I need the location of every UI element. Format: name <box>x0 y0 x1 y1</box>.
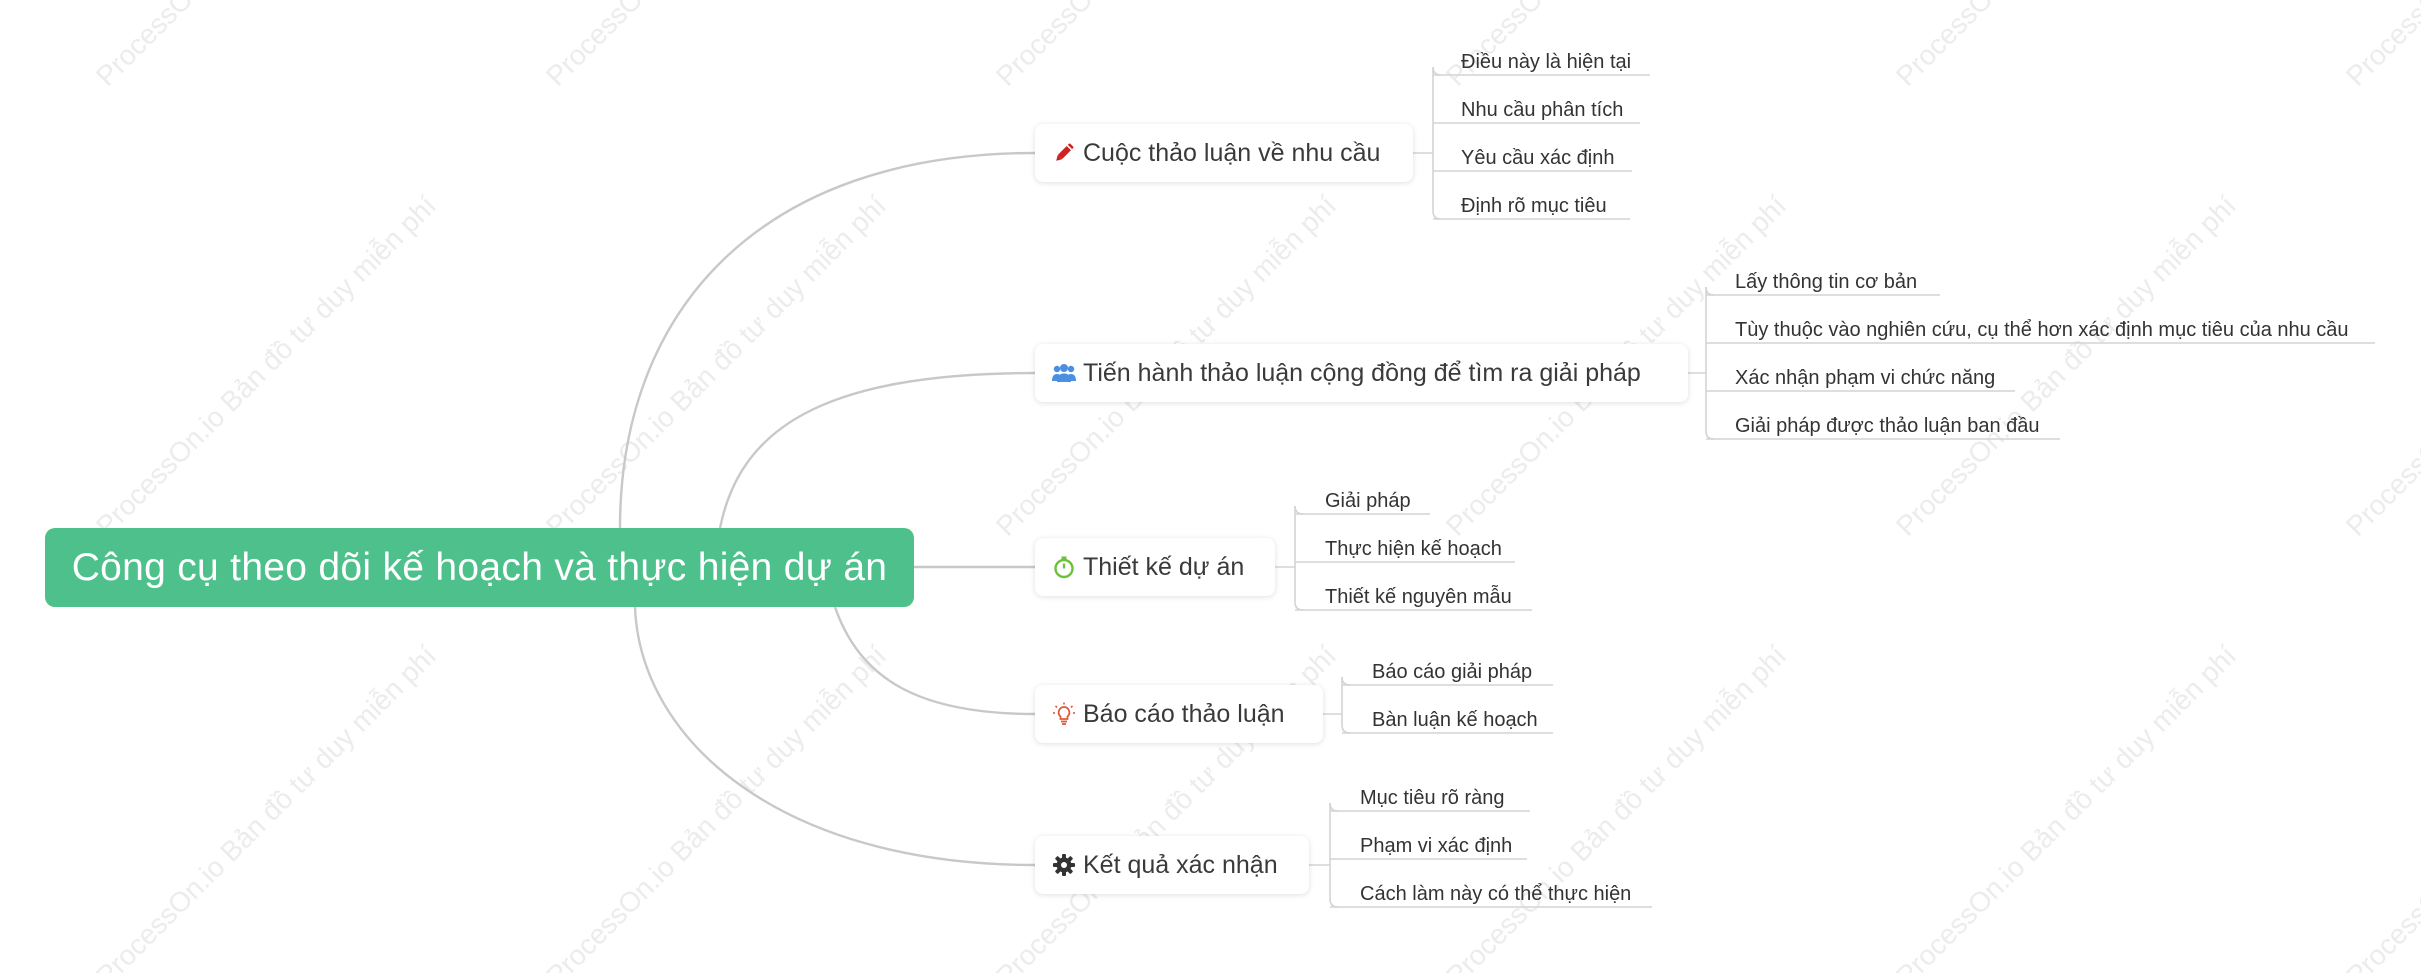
lightbulb-icon <box>1051 701 1077 727</box>
branch-label: Tiến hành thảo luận cộng đồng để tìm ra … <box>1083 358 1641 387</box>
leaf-topic[interactable]: Giải pháp được thảo luận ban đầu <box>1735 415 2040 437</box>
leaf-topic[interactable]: Xác nhận phạm vi chức năng <box>1735 367 1996 389</box>
leaf-topic[interactable]: Lấy thông tin cơ bản <box>1735 271 1918 293</box>
connector-line <box>1329 803 1339 908</box>
connector-line <box>618 151 1036 529</box>
leaf-topic[interactable]: Thiết kế nguyên mẫu <box>1325 586 1512 608</box>
leaf-topic[interactable]: Cách làm này có thể thực hiện <box>1360 883 1632 905</box>
leaf-topic[interactable]: Nhu cầu phân tích <box>1461 99 1624 121</box>
connector-line <box>1705 287 1715 440</box>
leaf-topic[interactable]: Tùy thuộc vào nghiên cứu, cụ thể hơn xác… <box>1735 319 2349 341</box>
connector-line <box>1294 505 1304 515</box>
leaf-topic[interactable]: Yêu cầu xác định <box>1461 147 1615 169</box>
leaf-topic[interactable]: Thực hiện kế hoạch <box>1325 538 1502 560</box>
stopwatch-icon <box>1051 554 1077 580</box>
connector-line <box>1294 506 1304 611</box>
pencil-icon <box>1051 140 1077 166</box>
branch-label: Kết quả xác nhận <box>1083 850 1278 879</box>
branch-label: Thiết kế dự án <box>1083 552 1245 581</box>
leaf-topic[interactable]: Giải pháp <box>1325 490 1411 512</box>
branch-label: Báo cáo thảo luận <box>1083 699 1285 728</box>
branch-topic-project-design[interactable]: Thiết kế dự án <box>1035 538 1275 596</box>
connector-line <box>1432 67 1442 220</box>
branch-topic-confirmation-results[interactable]: Kết quả xác nhận <box>1035 836 1309 894</box>
root-topic-label: Công cụ theo dõi kế hoạch và thực hiện d… <box>71 545 888 589</box>
gear-icon <box>1051 852 1077 878</box>
leaf-topic[interactable]: Định rõ mục tiêu <box>1461 195 1607 217</box>
branch-topic-community-discussion[interactable]: Tiến hành thảo luận cộng đồng để tìm ra … <box>1035 344 1688 402</box>
branch-label: Cuộc thảo luận về nhu cầu <box>1083 138 1381 167</box>
connector-line <box>833 606 1036 716</box>
connector-line <box>1432 66 1442 76</box>
leaf-topic[interactable]: Báo cáo giải pháp <box>1372 661 1533 683</box>
connector-line <box>1341 676 1351 686</box>
connector-line <box>718 371 1036 529</box>
root-topic[interactable]: Công cụ theo dõi kế hoạch và thực hiện d… <box>45 528 914 607</box>
users-icon <box>1051 360 1077 386</box>
leaf-topic[interactable]: Mục tiêu rõ ràng <box>1360 787 1505 809</box>
leaf-topic[interactable]: Điều này là hiện tại <box>1461 51 1632 73</box>
leaf-topic[interactable]: Bàn luận kế hoạch <box>1372 709 1538 731</box>
leaf-topic[interactable]: Phạm vi xác định <box>1360 835 1513 857</box>
branch-topic-needs-discussion[interactable]: Cuộc thảo luận về nhu cầu <box>1035 124 1413 182</box>
branch-topic-discussion-report[interactable]: Báo cáo thảo luận <box>1035 685 1323 743</box>
connector-line <box>633 606 1036 867</box>
connector-line <box>1705 286 1715 296</box>
connector-line <box>1329 802 1339 812</box>
